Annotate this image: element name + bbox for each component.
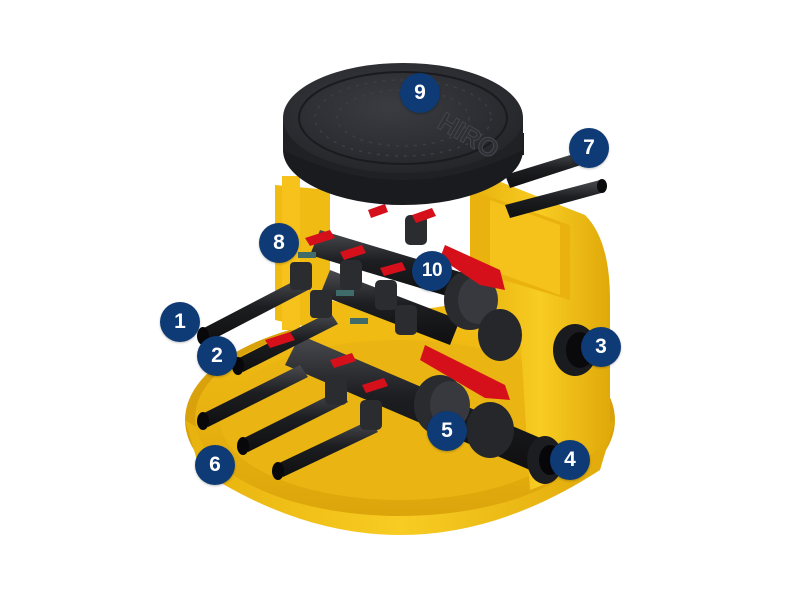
callout-8: 8 (259, 223, 299, 263)
callout-1: 1 (160, 302, 200, 342)
callout-3: 3 (581, 327, 621, 367)
manhole-lid: HIRO (283, 63, 523, 205)
callout-6: 6 (195, 445, 235, 485)
callout-7: 7 (569, 128, 609, 168)
valve-handles (265, 204, 510, 400)
callout-5: 5 (427, 411, 467, 451)
callout-9: 9 (400, 73, 440, 113)
callout-2: 2 (197, 336, 237, 376)
callout-10: 10 (412, 251, 452, 291)
callout-4: 4 (550, 440, 590, 480)
